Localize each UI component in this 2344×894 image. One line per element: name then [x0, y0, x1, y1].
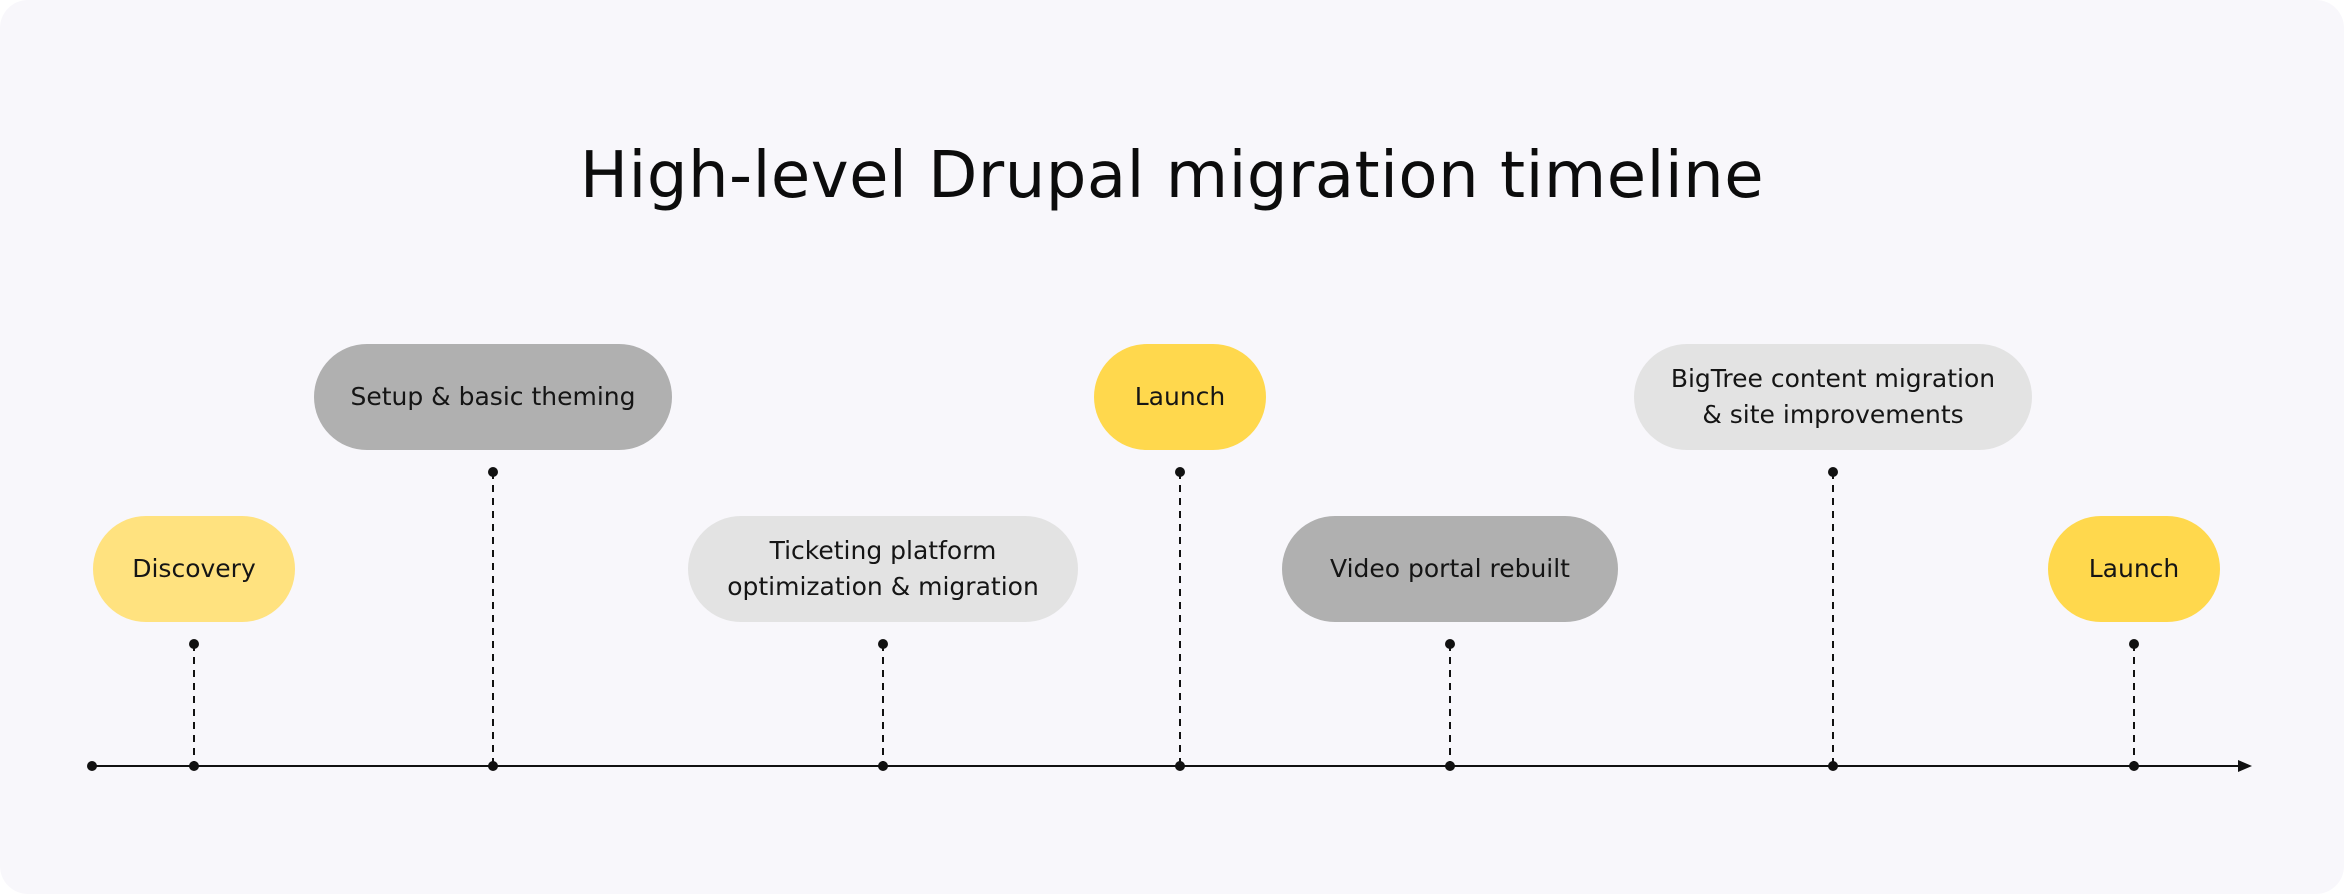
axis-milestone-dot	[488, 761, 498, 771]
axis-arrowhead	[2238, 760, 2252, 772]
axis-milestone-dot	[1445, 761, 1455, 771]
connector-top-dot	[1828, 467, 1838, 477]
milestone-pill: Launch	[1094, 344, 1266, 450]
timeline-axis	[87, 760, 2252, 772]
milestone-pill: Setup & basic theming	[314, 344, 672, 450]
milestone-pill: Video portal rebuilt	[1282, 516, 1618, 622]
axis-milestone-dot	[1828, 761, 1838, 771]
connector-top-dot	[1445, 639, 1455, 649]
milestone-pill: Ticketing platform optimization & migrat…	[688, 516, 1078, 622]
milestone-label: Ticketing platform optimization & migrat…	[727, 536, 1039, 601]
connectors	[189, 467, 2139, 766]
axis-milestone-dot	[2129, 761, 2139, 771]
milestone-pill: Launch	[2048, 516, 2220, 622]
axis-milestone-dot	[189, 761, 199, 771]
connector-top-dot	[1175, 467, 1185, 477]
axis-milestone-dot	[878, 761, 888, 771]
milestone-label: Launch	[2088, 554, 2180, 583]
axis-start-dot	[87, 761, 97, 771]
connector-top-dot	[2129, 639, 2139, 649]
milestone-label: BigTree content migration & site improve…	[1670, 364, 1996, 429]
connector-top-dot	[189, 639, 199, 649]
milestone-label: Setup & basic theming	[350, 382, 636, 411]
connector-top-dot	[878, 639, 888, 649]
milestone-label: Discovery	[132, 554, 256, 583]
page-title: High-level Drupal migration timeline	[579, 139, 1765, 213]
milestone-label: Video portal rebuilt	[1330, 554, 1570, 583]
milestone-pill: Discovery	[93, 516, 295, 622]
milestone-pill: BigTree content migration & site improve…	[1634, 344, 2032, 450]
axis-milestone-dot	[1175, 761, 1185, 771]
connector-top-dot	[488, 467, 498, 477]
milestone-label: Launch	[1134, 382, 1226, 411]
